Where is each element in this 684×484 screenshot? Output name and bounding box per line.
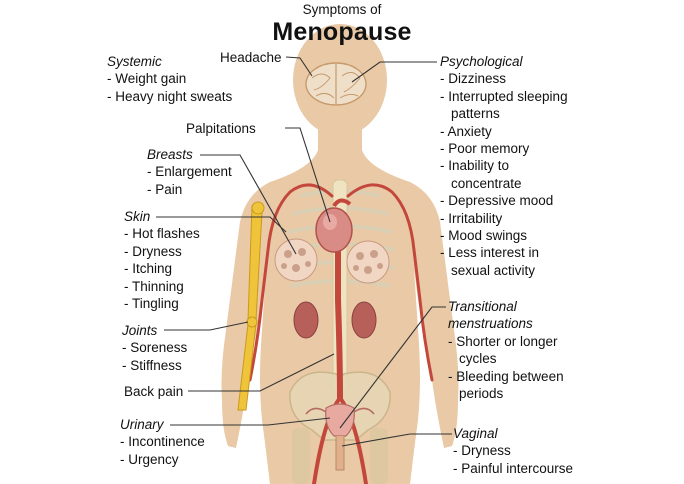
leg-bones: [292, 428, 388, 484]
label-back-pain: Back pain: [124, 384, 184, 399]
symptom-item: - Mood swings: [440, 228, 528, 244]
symptom-item: - Painful intercourse: [453, 460, 574, 476]
symptom-item: - Tingling: [124, 296, 179, 312]
symptom-item-continuation: patterns: [451, 106, 500, 122]
symptom-item: - Interrupted sleeping: [440, 88, 568, 104]
group-vaginal: Vaginal - Dryness - Painful intercourse: [453, 425, 573, 477]
group-heading-skin: Skin: [124, 209, 151, 224]
symptom-item: - Weight gain: [107, 71, 187, 87]
brain: [305, 62, 367, 106]
symptom-item-continuation: cycles: [459, 351, 497, 367]
symptom-item: - Stiffness: [122, 357, 182, 373]
label-headache: Headache: [220, 50, 282, 65]
symptom-item: - Less interest in: [440, 245, 540, 261]
leader-vaginal: [341, 433, 452, 447]
symptom-item: - Urgency: [120, 451, 179, 467]
group-heading-vaginal: Vaginal: [453, 426, 498, 441]
leader-headache: [285, 56, 313, 77]
symptom-item: - Soreness: [122, 340, 188, 356]
symptom-item: - Anxiety: [440, 123, 492, 139]
group-systemic: Systemic - Weight gain - Heavy night swe…: [107, 53, 232, 105]
breast-tissue: [274, 238, 390, 284]
symptom-item: - Itching: [124, 261, 173, 277]
leader-lines: [156, 56, 452, 447]
group-urinary: Urinary - Incontinence - Urgency: [120, 416, 205, 468]
symptom-item: - Dizziness: [440, 71, 507, 87]
leader-back-pain: [188, 353, 335, 392]
symptom-item: - Depressive mood: [440, 193, 554, 209]
leader-skin: [156, 216, 287, 233]
leader-palpitations: [285, 127, 331, 223]
group-heading-transitional: Transitional: [448, 299, 517, 314]
label-palpitations: Palpitations: [186, 121, 256, 136]
symptom-item: - Heavy night sweats: [107, 88, 233, 104]
group-joints: Joints - Soreness - Stiffness: [122, 322, 187, 374]
group-heading-psychological: Psychological: [440, 54, 523, 69]
symptom-item: - Incontinence: [120, 434, 205, 450]
symptom-item: - Irritability: [440, 210, 503, 226]
title-subtitle: Symptoms of: [302, 2, 382, 17]
symptom-item-continuation: periods: [459, 386, 504, 402]
page-title: Menopause: [272, 18, 412, 46]
group-transitional: Transitional menstruations - Shorter or …: [448, 298, 564, 402]
group-breasts: Breasts - Enlargement - Pain: [147, 146, 232, 198]
title-block: Symptoms of Menopause: [200, 2, 484, 46]
group-heading-urinary: Urinary: [120, 417, 164, 432]
symptom-item-continuation: concentrate: [451, 175, 522, 191]
symptom-item: - Shorter or longer: [448, 333, 558, 349]
leader-urinary: [170, 417, 331, 426]
leader-breasts: [200, 154, 297, 255]
group-heading-breasts: Breasts: [147, 147, 193, 162]
symptom-item-continuation: sexual activity: [451, 262, 536, 278]
symptom-item: - Hot flashes: [124, 226, 200, 242]
symptom-item: - Dryness: [124, 243, 182, 259]
symptom-item: - Dryness: [453, 443, 511, 459]
leader-psychological: [351, 61, 437, 83]
group-heading-systemic: Systemic: [107, 54, 162, 69]
symptom-item: - Bleeding between: [448, 368, 564, 384]
uterus: [305, 403, 375, 471]
group-skin: Skin - Hot flashes - Dryness - Itching -…: [124, 208, 200, 312]
group-psychological: Psychological - Dizziness - Interrupted …: [440, 53, 568, 279]
symptom-item: - Enlargement: [147, 164, 232, 180]
group-heading-transitional-line2: menstruations: [448, 316, 533, 332]
group-heading-joints: Joints: [122, 323, 158, 338]
leader-joints: [164, 321, 249, 331]
kidneys: [293, 301, 377, 339]
symptom-item: - Pain: [147, 181, 183, 197]
symptom-item: - Inability to: [440, 158, 510, 174]
symptom-item: - Poor memory: [440, 141, 530, 157]
arteries: [248, 183, 434, 484]
leader-transitional: [339, 306, 446, 429]
highlighted-arm-bone: [237, 201, 265, 411]
symptom-item: - Thinning: [124, 278, 184, 294]
